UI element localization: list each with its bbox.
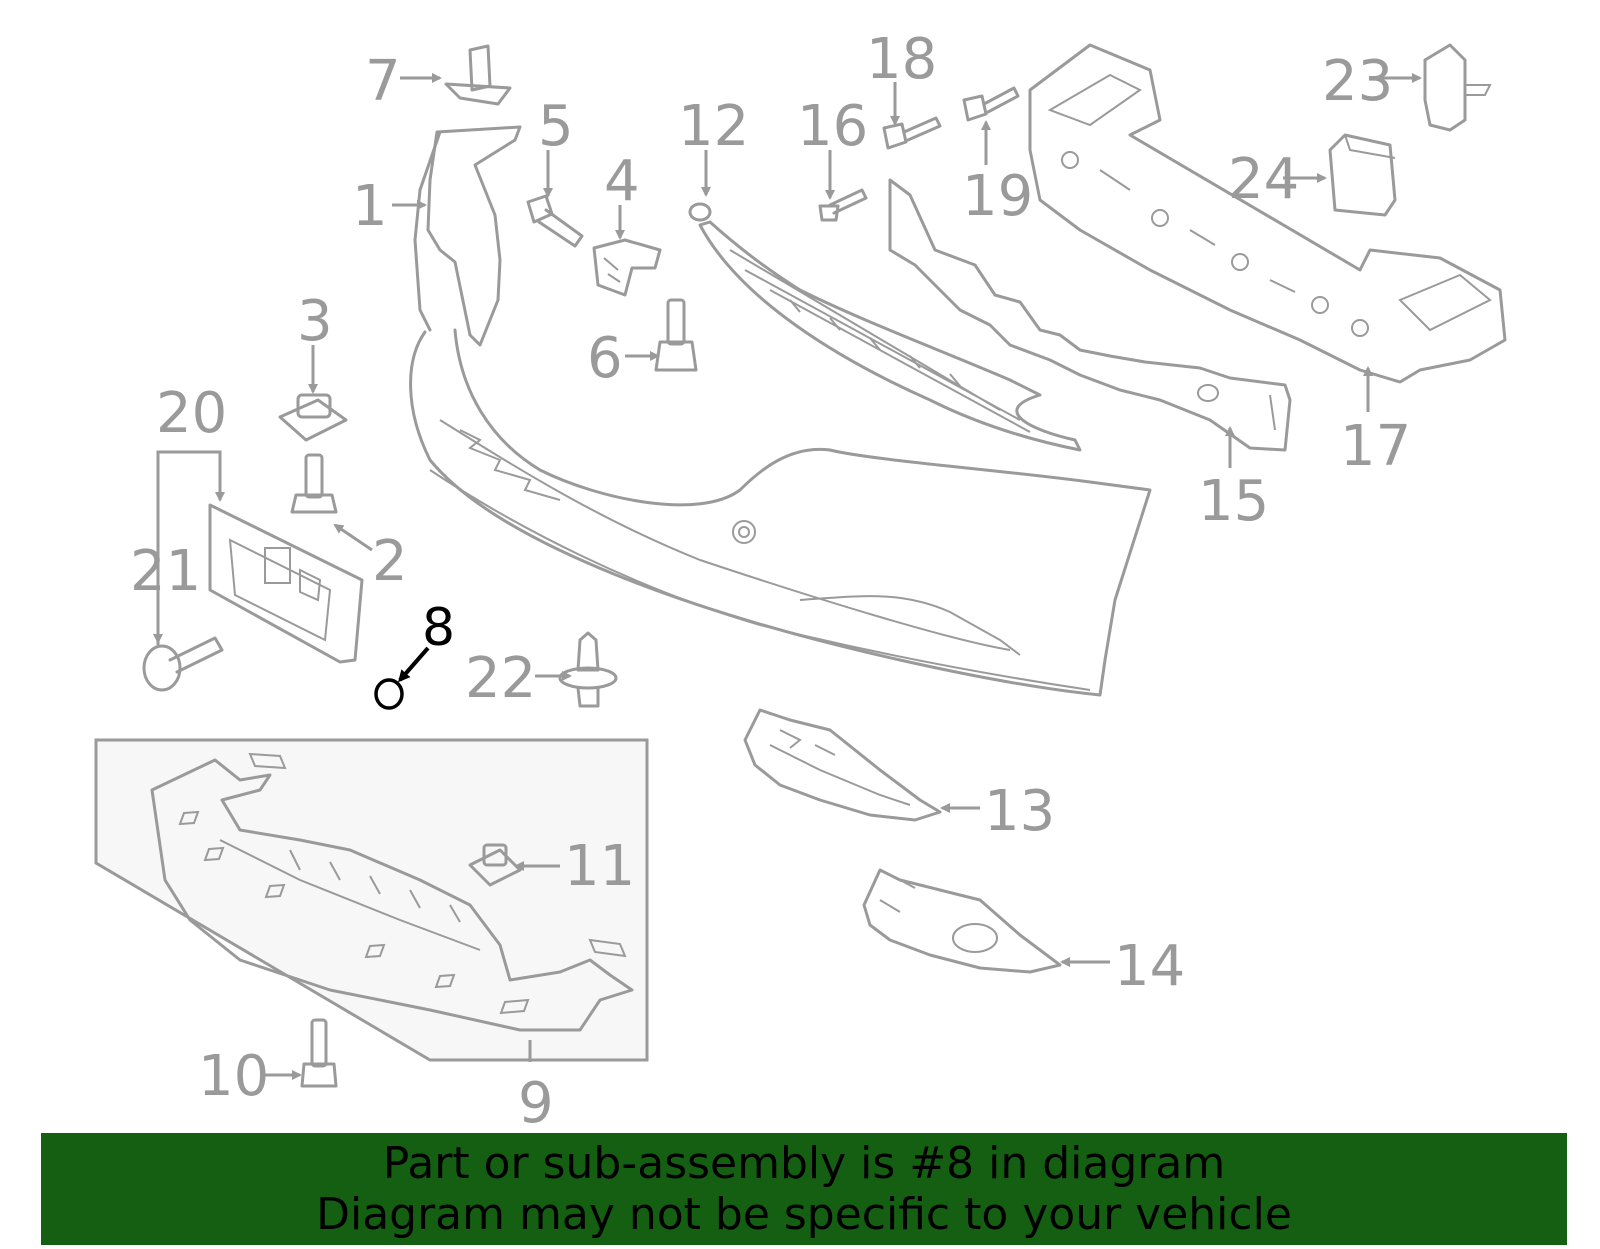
callout-15: 15	[1198, 469, 1269, 534]
callout-13: 13	[984, 779, 1055, 844]
callout-19: 19	[962, 164, 1033, 229]
callout-22: 22	[465, 646, 536, 711]
callout-11: 11	[564, 834, 635, 899]
callout-3: 3	[297, 289, 333, 354]
leader-part-8	[398, 646, 430, 683]
leader-lines	[153, 73, 1422, 1080]
bumper-cover-part-1	[409, 125, 1152, 697]
info-banner: Part or sub-assembly is #8 in diagram Di…	[41, 1133, 1567, 1245]
callout-20: 20	[156, 381, 227, 446]
fog-bezel-part-14	[862, 868, 1062, 974]
callout-6: 6	[587, 326, 623, 391]
fog-bezel-part-13	[743, 708, 942, 822]
callout-24: 24	[1228, 147, 1299, 212]
bolt-part-16	[818, 188, 868, 222]
callout-12: 12	[678, 94, 749, 159]
license-bracket-part-20	[208, 503, 364, 664]
callout-18: 18	[866, 27, 937, 92]
screw-part-5	[526, 194, 584, 248]
push-clip-part-22	[558, 631, 618, 708]
callout-labels: 1 2 3 4 5 6 7 8 9 10 11 12 13 14 15 16 1…	[130, 27, 1411, 1136]
clip-part-7	[444, 44, 512, 106]
callout-7: 7	[365, 49, 401, 114]
bolt-part-10	[300, 1018, 338, 1088]
clip-nut-part-3	[278, 393, 348, 442]
bolt-part-6	[654, 298, 698, 372]
reinforcement-part-17	[1028, 43, 1507, 384]
callout-16: 16	[797, 94, 868, 159]
bolt-part-18	[882, 116, 942, 150]
grille-part-12	[688, 202, 1082, 452]
callout-21: 21	[130, 539, 201, 604]
callout-4: 4	[604, 149, 640, 214]
sensor-part-23	[1423, 43, 1492, 132]
bolt-part-21	[142, 636, 224, 692]
callout-23: 23	[1322, 49, 1393, 114]
bracket-part-4	[592, 238, 662, 297]
callout-14: 14	[1114, 934, 1185, 999]
callout-2: 2	[372, 529, 408, 594]
bolt-part-19	[962, 86, 1020, 122]
bolt-part-2	[290, 453, 338, 514]
banner-line-2: Diagram may not be specific to your vehi…	[316, 1189, 1292, 1240]
callout-9: 9	[518, 1071, 554, 1136]
under-cover-assembly-part-9	[94, 738, 649, 1062]
callout-8: 8	[422, 598, 455, 658]
cover-block-part-24	[1328, 133, 1397, 217]
callout-10: 10	[198, 1044, 269, 1109]
callout-17: 17	[1340, 414, 1411, 479]
callout-5: 5	[538, 94, 574, 159]
absorber-part-15	[888, 178, 1292, 452]
callout-1: 1	[352, 174, 388, 239]
banner-line-1: Part or sub-assembly is #8 in diagram	[382, 1138, 1226, 1189]
ring-part-8	[374, 678, 404, 710]
